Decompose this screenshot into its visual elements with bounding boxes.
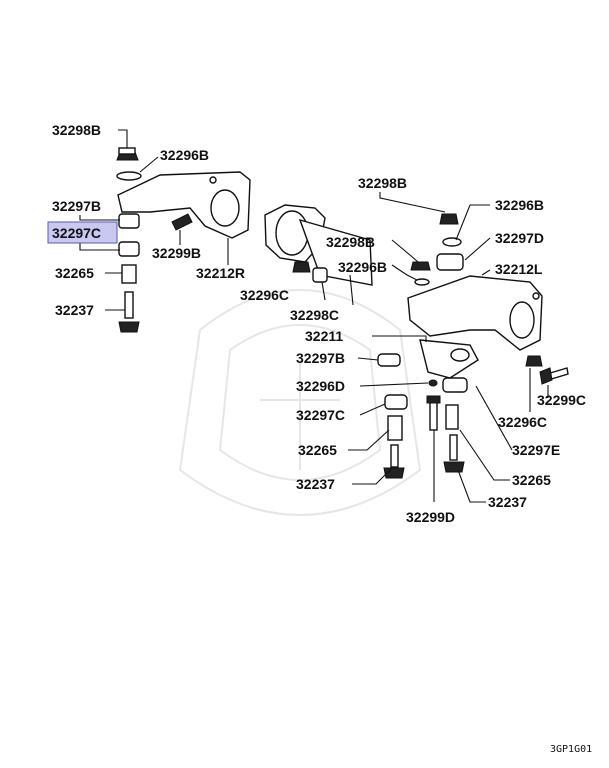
label-32212R[interactable]: 32212R [196,265,245,281]
label-32265-right[interactable]: 32265 [512,472,551,488]
label-32296B-right-top[interactable]: 32296B [495,197,544,213]
label-32299B[interactable]: 32299B [152,245,201,261]
label-32298C[interactable]: 32298C [290,307,339,323]
label-32211[interactable]: 32211 [305,328,343,344]
leader-lines-left [79,129,229,311]
label-32237-left[interactable]: 32237 [55,302,94,318]
label-32212L[interactable]: 32212L [495,261,543,277]
label-32296C-right[interactable]: 32296C [498,414,547,430]
label-32298B-mid[interactable]: 32298B [326,234,375,250]
label-32298B-top-right[interactable]: 32298B [358,175,407,191]
label-32299D[interactable]: 32299D [406,509,455,525]
leader-lines-right [321,192,549,503]
label-32297B-right[interactable]: 32297B [296,350,345,366]
label-32296D[interactable]: 32296D [296,378,345,394]
label-32237-center[interactable]: 32237 [296,476,335,492]
part-labels: 32298B 32296B 32297B 32297C 32299B 32265… [52,122,586,525]
watermark-emblem [178,289,422,516]
label-32297D[interactable]: 32297D [495,230,544,246]
diagram-code: 3GP1G01 [550,744,592,755]
center-housing [264,204,373,286]
label-32297C-left-highlighted[interactable]: 32297C [52,225,101,241]
label-32297C-right[interactable]: 32297C [296,407,345,423]
label-32299C[interactable]: 32299C [537,392,586,408]
label-32265-left[interactable]: 32265 [55,265,94,281]
label-32237-right[interactable]: 32237 [488,494,527,510]
label-32297E[interactable]: 32297E [512,442,560,458]
label-32296B-mid[interactable]: 32296B [338,259,387,275]
label-32296B-left[interactable]: 32296B [160,147,209,163]
label-32298B-left[interactable]: 32298B [52,122,101,138]
label-32296C-left[interactable]: 32296C [240,287,289,303]
label-32265-center[interactable]: 32265 [298,442,337,458]
label-32297B-left[interactable]: 32297B [52,198,101,214]
left-mount-stack [116,147,251,333]
label-highlight-box [47,221,118,244]
